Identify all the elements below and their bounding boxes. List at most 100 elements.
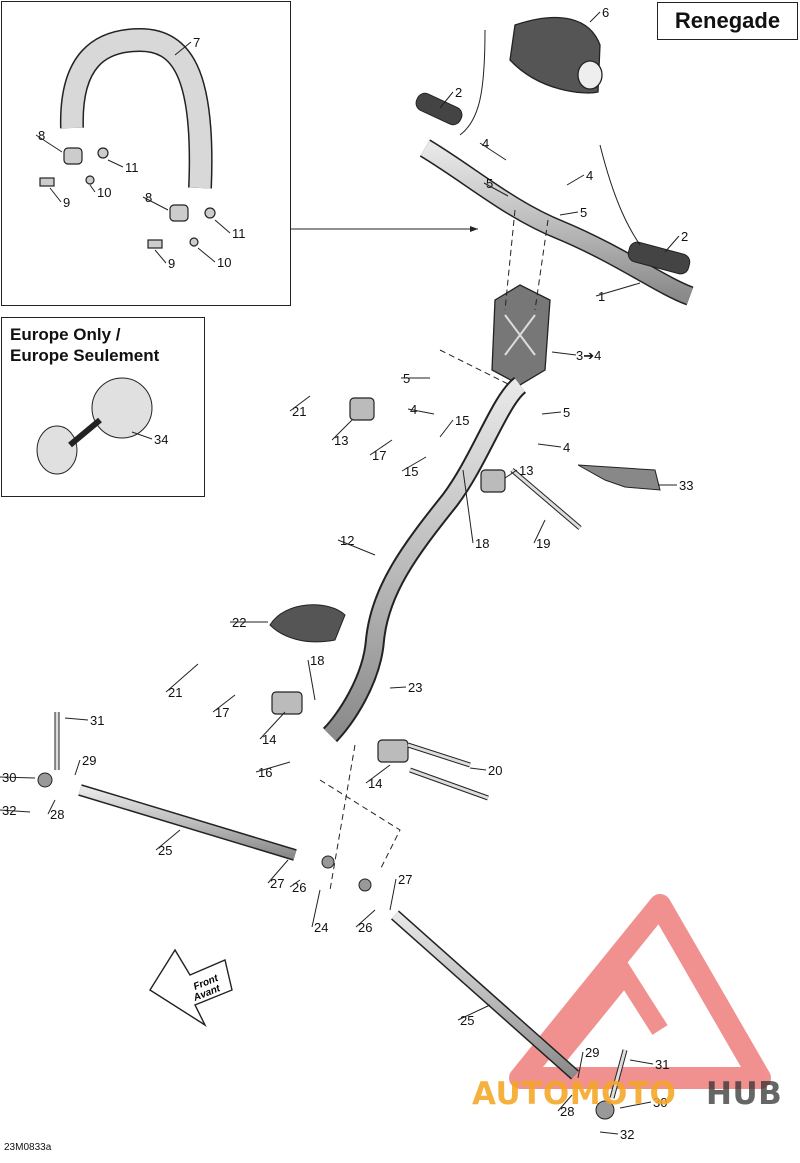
callout-c20: 20	[488, 763, 502, 778]
leader-c5a	[483, 182, 509, 197]
leader-c34e	[131, 431, 153, 440]
leader-c26b	[355, 909, 376, 928]
hoop-clamps	[39, 147, 216, 249]
callout-c33: 33	[679, 478, 693, 493]
watermark-logo	[509, 894, 771, 1089]
leader-c34	[551, 351, 577, 356]
callout-c26b: 26	[358, 920, 372, 935]
support-plate-part	[577, 464, 661, 491]
callout-c17a: 17	[372, 448, 386, 463]
callout-c29b: 29	[585, 1045, 599, 1060]
leader-c31b	[629, 1059, 654, 1065]
callout-c2a: 2	[455, 85, 462, 100]
leader-c18a	[462, 469, 474, 544]
hoop-handle-part	[59, 27, 213, 189]
callout-c16: 16	[258, 765, 272, 780]
callout-c7: 7	[193, 35, 200, 50]
leader-c13b	[504, 469, 518, 479]
leader-c10b	[197, 247, 216, 263]
leader-c4b	[566, 174, 585, 186]
callout-c23: 23	[408, 680, 422, 695]
grip-wire-right	[599, 144, 641, 246]
europe-note-line2: Europe Seulement	[10, 346, 160, 365]
leader-c17a	[369, 439, 393, 456]
leader-c10a	[89, 184, 96, 193]
callout-c12: 12	[340, 533, 354, 548]
leader-c2a	[439, 91, 454, 109]
front-direction-arrow: Front Avant	[149, 948, 233, 1027]
callout-c21b: 21	[168, 685, 182, 700]
callout-c15a: 15	[455, 413, 469, 428]
callout-c5d: 5	[563, 405, 570, 420]
leader-lines	[0, 11, 680, 1135]
column-cover-part	[269, 604, 346, 643]
leader-c15a	[439, 419, 454, 438]
leader-c21a	[289, 395, 311, 412]
callout-c27b: 27	[398, 872, 412, 887]
leader-c25a	[155, 829, 181, 851]
leader-c27a	[267, 859, 289, 884]
leader-c11b	[214, 219, 231, 234]
callout-c1: 1	[598, 289, 605, 304]
callout-c29a: 29	[82, 753, 96, 768]
leader-c6	[589, 11, 601, 23]
leader-c29b	[577, 1051, 584, 1079]
leader-c15b	[401, 456, 427, 472]
leader-c25b	[457, 1004, 491, 1021]
grip-wire-left	[459, 29, 486, 136]
hoop-inset-frame	[1, 1, 291, 306]
leader-c19	[533, 519, 546, 544]
callout-c18a: 18	[475, 536, 489, 551]
riser-block-part	[491, 284, 551, 386]
leader-c20	[469, 767, 487, 771]
leader-c17b	[212, 694, 236, 713]
callout-c9a: 9	[63, 195, 70, 210]
rod-end-parts	[37, 772, 615, 1120]
callout-c5a: 5	[486, 176, 493, 191]
callout-c25a: 25	[158, 843, 172, 858]
callout-c14a: 14	[262, 732, 276, 747]
leader-c32a	[0, 809, 31, 813]
callout-c13a: 13	[334, 433, 348, 448]
leader-c14b	[365, 764, 391, 784]
leader-c7	[174, 41, 192, 56]
callout-c4c: 4	[410, 402, 417, 417]
europe-only-inset: Europe Only / Europe Seulement	[1, 317, 205, 497]
leader-c4c	[407, 408, 435, 415]
callout-c27a: 27	[270, 876, 284, 891]
callout-c28a: 28	[50, 807, 64, 822]
leader-c23	[389, 686, 407, 689]
callout-c10b: 10	[217, 255, 231, 270]
callout-c4b: 4	[586, 168, 593, 183]
callout-c4d: 4	[563, 440, 570, 455]
leader-c2b	[664, 235, 680, 253]
callout-c19: 19	[536, 536, 550, 551]
leader-c28b	[557, 1094, 573, 1112]
leader-c31a	[64, 717, 89, 721]
callout-c18b: 18	[310, 653, 324, 668]
callout-c14b: 14	[368, 776, 382, 791]
leader-c24	[311, 889, 321, 928]
europe-note: Europe Only / Europe Seulement	[10, 324, 159, 366]
callout-c32b: 32	[620, 1127, 634, 1142]
callout-c25b: 25	[460, 1013, 474, 1028]
leader-c13a	[331, 419, 353, 441]
leader-c4d	[537, 443, 562, 448]
leader-c8a	[35, 134, 63, 153]
leader-c9a	[49, 187, 62, 203]
leader-c26a	[289, 879, 301, 888]
callout-c26a: 26	[292, 880, 306, 895]
leader-c11a	[107, 159, 124, 168]
leader-c1	[595, 282, 641, 297]
callout-c30b: 30	[653, 1095, 667, 1110]
watermark-text-part1: AUTOMOTO	[472, 1076, 677, 1112]
watermark-text-part2: HUB	[706, 1076, 783, 1112]
leader-c14a	[259, 711, 286, 740]
leader-c30b	[619, 1101, 652, 1109]
callout-c11b: 11	[232, 226, 246, 241]
callout-c15b: 15	[404, 464, 418, 479]
leader-c16	[255, 761, 291, 773]
leader-c29a	[74, 759, 81, 776]
callout-c34e: 34	[154, 432, 168, 447]
